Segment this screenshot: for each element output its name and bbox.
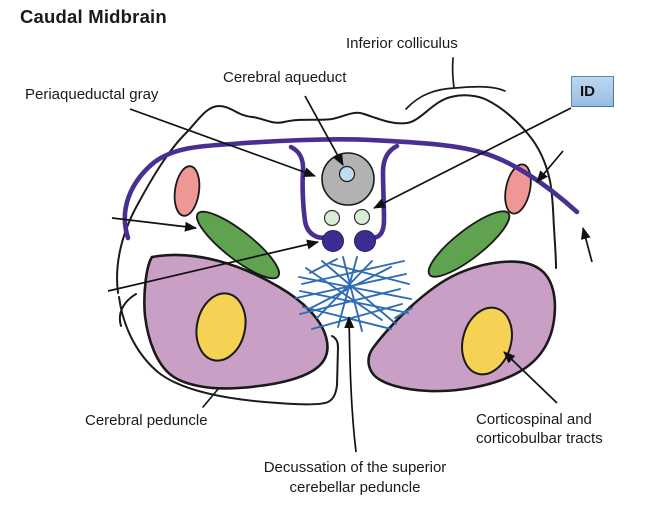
purple-tract-main-arc bbox=[122, 137, 580, 241]
page-title: Caudal Midbrain bbox=[20, 6, 167, 27]
sketch-stroke-lower-left bbox=[118, 293, 137, 327]
label-corticospinal-line1: Corticospinal and bbox=[476, 411, 592, 428]
purple-tract-right-hook bbox=[364, 143, 400, 240]
inferior-colliculus-brace-stem bbox=[451, 57, 455, 89]
corticospinal-tracts-arrow bbox=[503, 351, 558, 404]
unlabeled-arrow-purple-line-end bbox=[580, 227, 593, 263]
unlabeled-arrow-left-green bbox=[111, 217, 197, 232]
unlabeled-arrow-right-pink bbox=[536, 150, 564, 183]
midbrain-outline-bottom-left bbox=[118, 296, 340, 406]
left-corticospinal-tract-oval bbox=[195, 292, 247, 362]
right-navy-nucleus bbox=[354, 230, 376, 252]
decussation-crosshatch bbox=[295, 256, 413, 332]
left-navy-nucleus bbox=[322, 230, 344, 252]
right-green-oval bbox=[427, 210, 511, 278]
right-pale-green-nucleus bbox=[353, 208, 371, 226]
periaqueductal-gray-arrow bbox=[129, 108, 316, 177]
label-cerebral-aqueduct: Cerebral aqueduct bbox=[223, 69, 347, 86]
label-cerebral-peduncle: Cerebral peduncle bbox=[85, 412, 208, 429]
label-corticospinal-line2: corticobulbar tracts bbox=[476, 430, 603, 447]
cerebral-peduncle-pointer-line bbox=[202, 387, 220, 408]
label-decussation: Decussation of the superior cerebellar p… bbox=[235, 458, 475, 498]
id-box-arrow bbox=[373, 107, 572, 209]
left-green-oval bbox=[195, 210, 281, 280]
left-pink-oval bbox=[173, 165, 201, 217]
unlabeled-arrow-left-navy bbox=[107, 239, 319, 292]
label-periaqueductal-gray: Periaqueductal gray bbox=[25, 86, 159, 103]
label-decussation-line2: cerebellar peduncle bbox=[289, 479, 421, 496]
left-pale-green-nucleus bbox=[323, 209, 341, 227]
id-answer-box[interactable]: ID bbox=[571, 76, 614, 107]
label-inferior-colliculus: Inferior colliculus bbox=[346, 35, 458, 52]
right-pink-oval bbox=[504, 163, 532, 215]
decussation-arrow bbox=[344, 316, 357, 453]
midbrain-outline-top bbox=[116, 94, 557, 294]
label-decussation-line1: Decussation of the superior bbox=[263, 459, 447, 476]
cerebral-aqueduct-arrow bbox=[304, 95, 344, 166]
inferior-colliculus-brace bbox=[405, 85, 506, 110]
label-corticospinal-tracts: Corticospinal and corticobulbar tracts bbox=[476, 410, 603, 448]
right-corticospinal-tract-oval bbox=[461, 306, 513, 376]
purple-tract-left-hook bbox=[288, 144, 333, 240]
cerebral-aqueduct-lumen bbox=[338, 165, 356, 183]
